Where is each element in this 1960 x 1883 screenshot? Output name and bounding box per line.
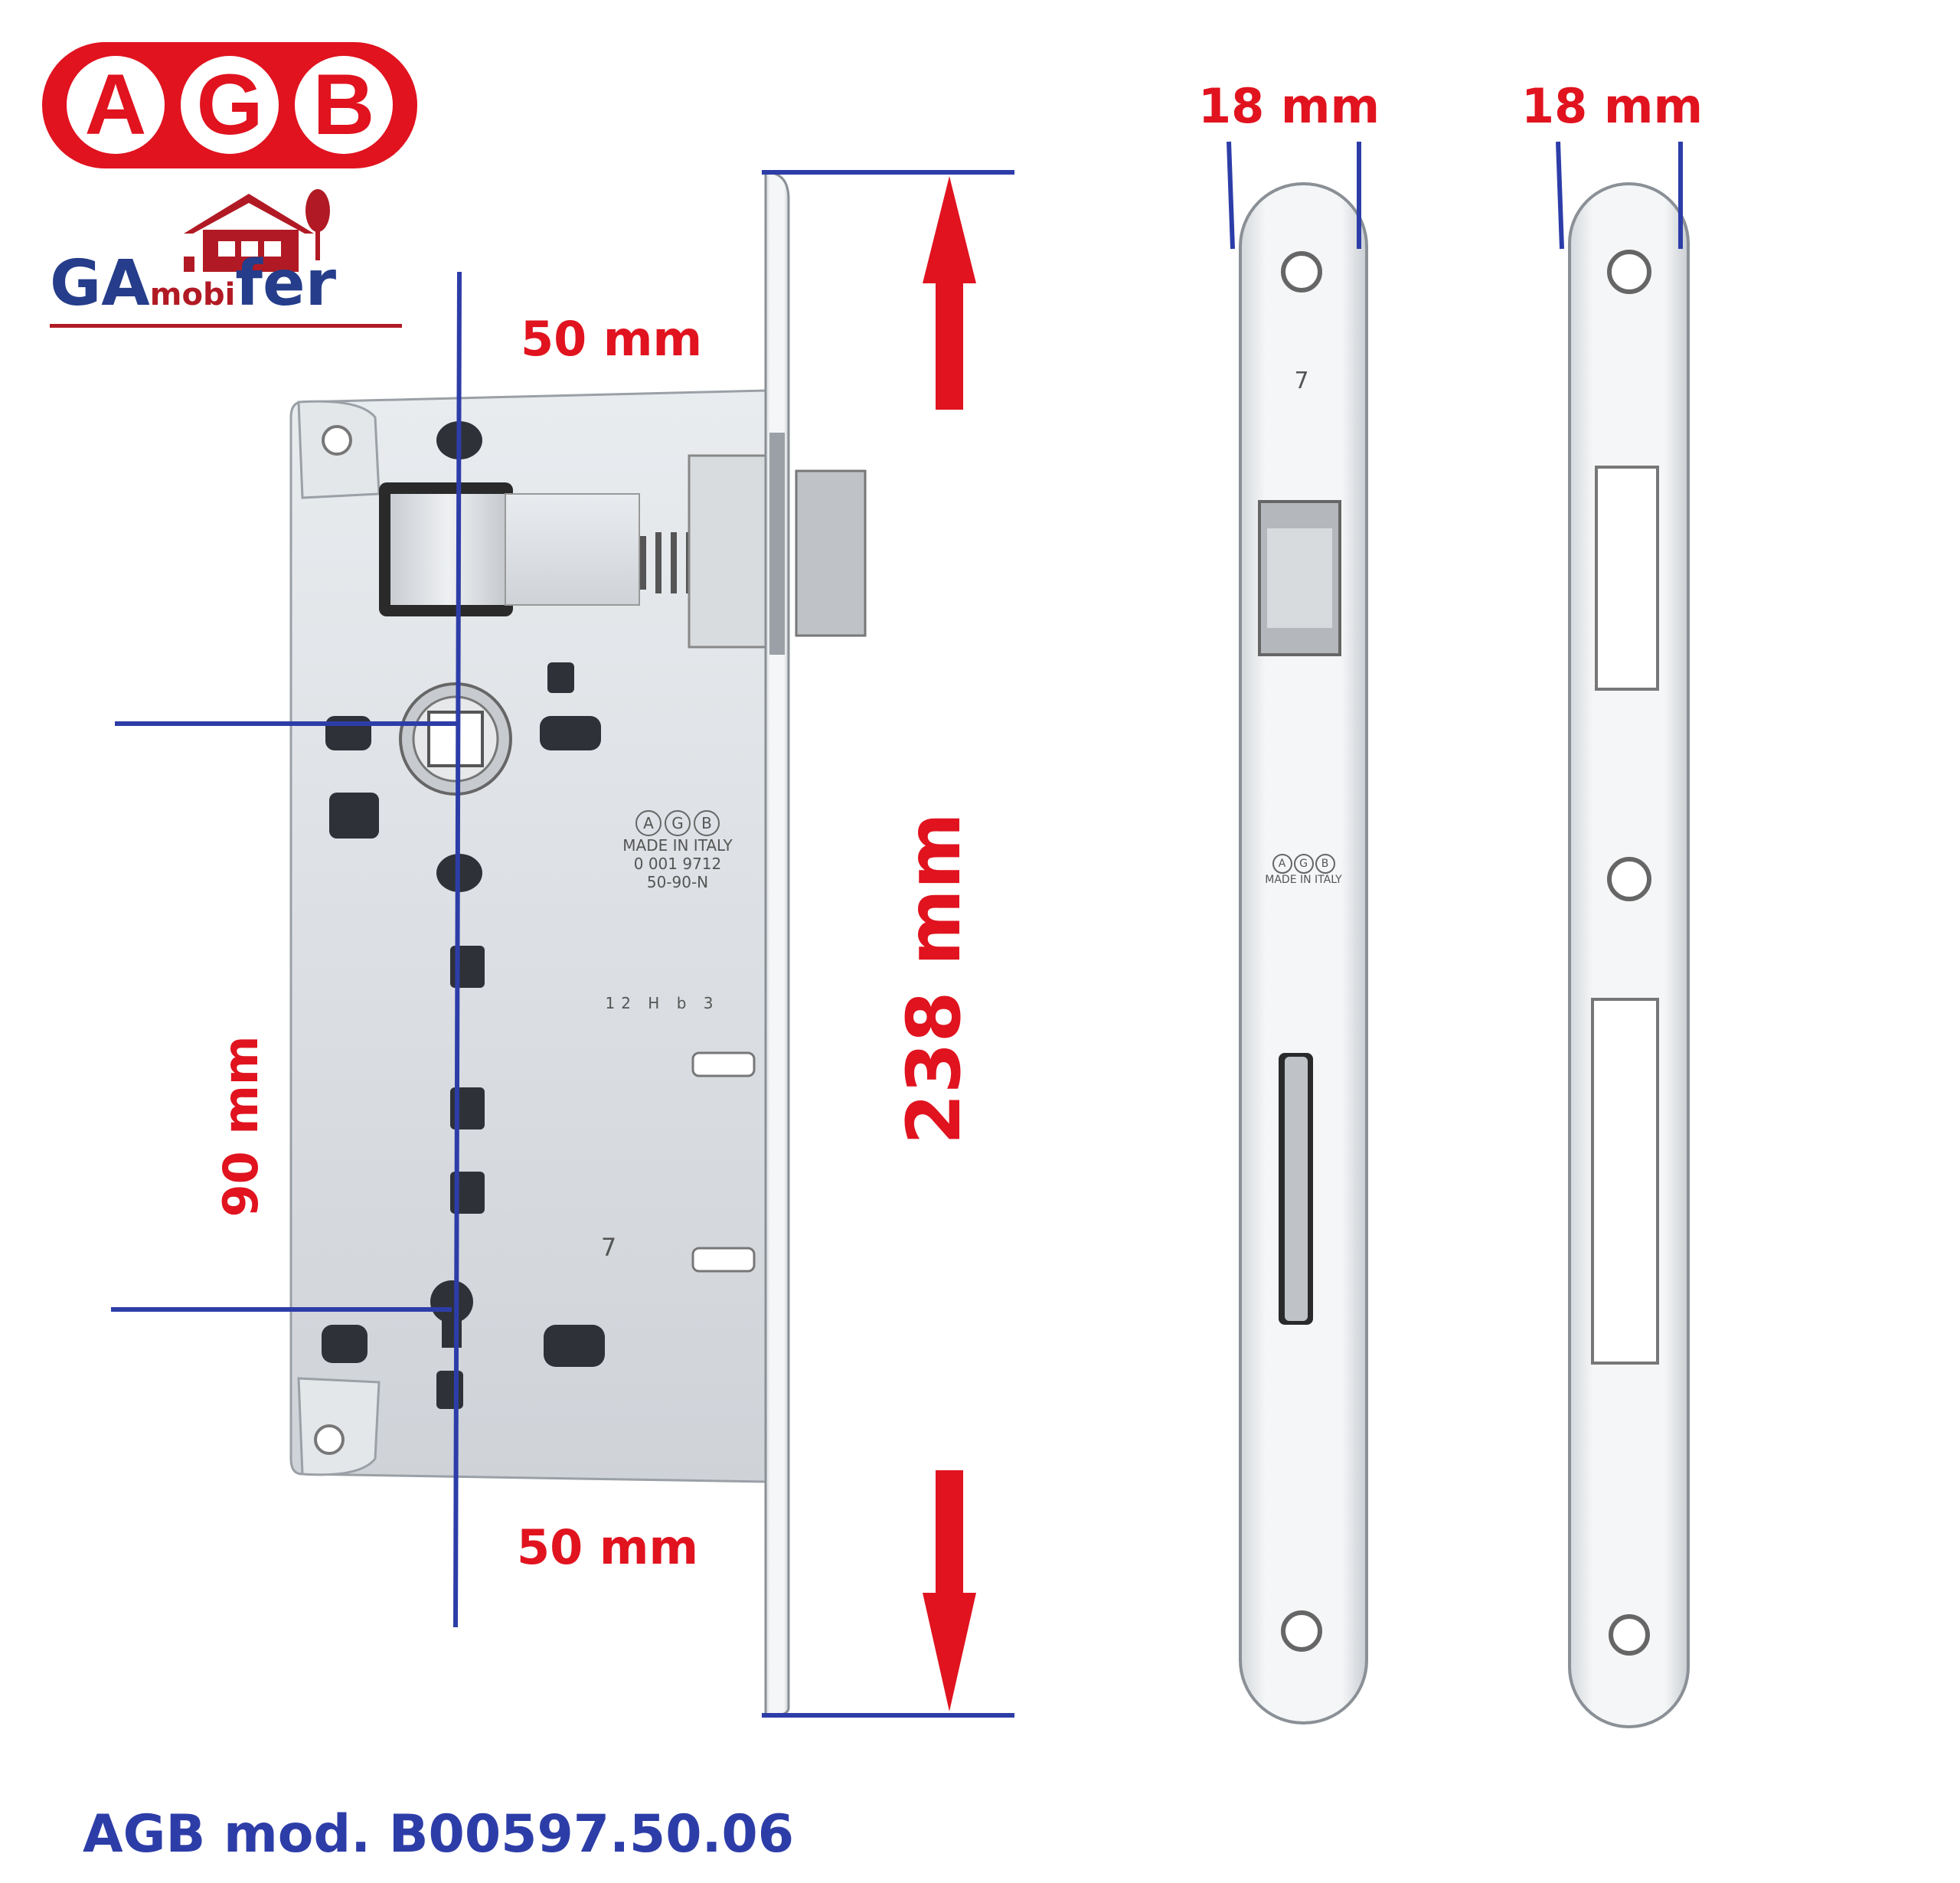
engraved-made-in: MADE IN ITALY <box>622 836 733 855</box>
strike-width-label: 18 mm <box>1521 78 1704 134</box>
gamobifer-part-ga: GA <box>50 247 150 320</box>
total-height-label: 238 mm <box>891 812 977 1145</box>
backset-top-label: 50 mm <box>521 311 703 367</box>
agb-logo-letter: G <box>181 56 279 154</box>
engraved-agb-letter: G <box>665 810 691 836</box>
engraved-agb-letter: B <box>694 810 720 836</box>
engraved-code: 50-90-N <box>646 873 709 891</box>
faceplate-engraving: A G B MADE IN ITALY <box>1256 854 1351 887</box>
height-arrows <box>923 176 976 1711</box>
faceplate-agb-letter: G <box>1293 854 1314 874</box>
lock-engraving: A G B MADE IN ITALY 0 001 9712 50-90-N <box>601 810 754 891</box>
faceplate-digit: 7 <box>1294 368 1309 394</box>
agb-logo-letter: B <box>295 56 393 154</box>
engraved-agb-logo: A G B <box>635 810 720 836</box>
faceplate-width-label: 18 mm <box>1198 78 1380 134</box>
gamobifer-part-fer: fer <box>235 247 337 320</box>
agb-logo-letter: A <box>67 56 165 154</box>
gamobifer-logo: GAmobifer <box>50 188 410 333</box>
faceplate-agb-letter: B <box>1315 854 1335 874</box>
house-icon <box>184 189 330 272</box>
lock-body <box>289 171 867 1717</box>
faceplate-front <box>1239 182 1368 1724</box>
faceplate-made-in: MADE IN ITALY <box>1265 874 1342 886</box>
engraved-digit: 7 <box>600 1233 617 1262</box>
center-distance-label: 90 mm <box>213 1035 269 1218</box>
faceplate-agb-logo: A G B <box>1272 854 1335 874</box>
measurement-lines <box>111 141 1683 1718</box>
gamobifer-wordmark: GAmobifer <box>50 253 336 315</box>
engraved-agb-letter: A <box>635 810 662 836</box>
agb-logo: A G B <box>42 42 417 168</box>
faceplate-agb-letter: A <box>1272 854 1292 874</box>
strike-plate <box>1568 182 1690 1728</box>
engraved-batch: 12 H b 3 <box>605 994 720 1012</box>
gamobifer-underline <box>50 324 402 328</box>
model-caption: AGB mod. B00597.50.06 <box>83 1804 795 1865</box>
engraved-serial: 0 001 9712 <box>633 855 722 873</box>
gamobifer-part-mobi: mobi <box>149 277 236 312</box>
backset-bottom-label: 50 mm <box>517 1519 699 1575</box>
